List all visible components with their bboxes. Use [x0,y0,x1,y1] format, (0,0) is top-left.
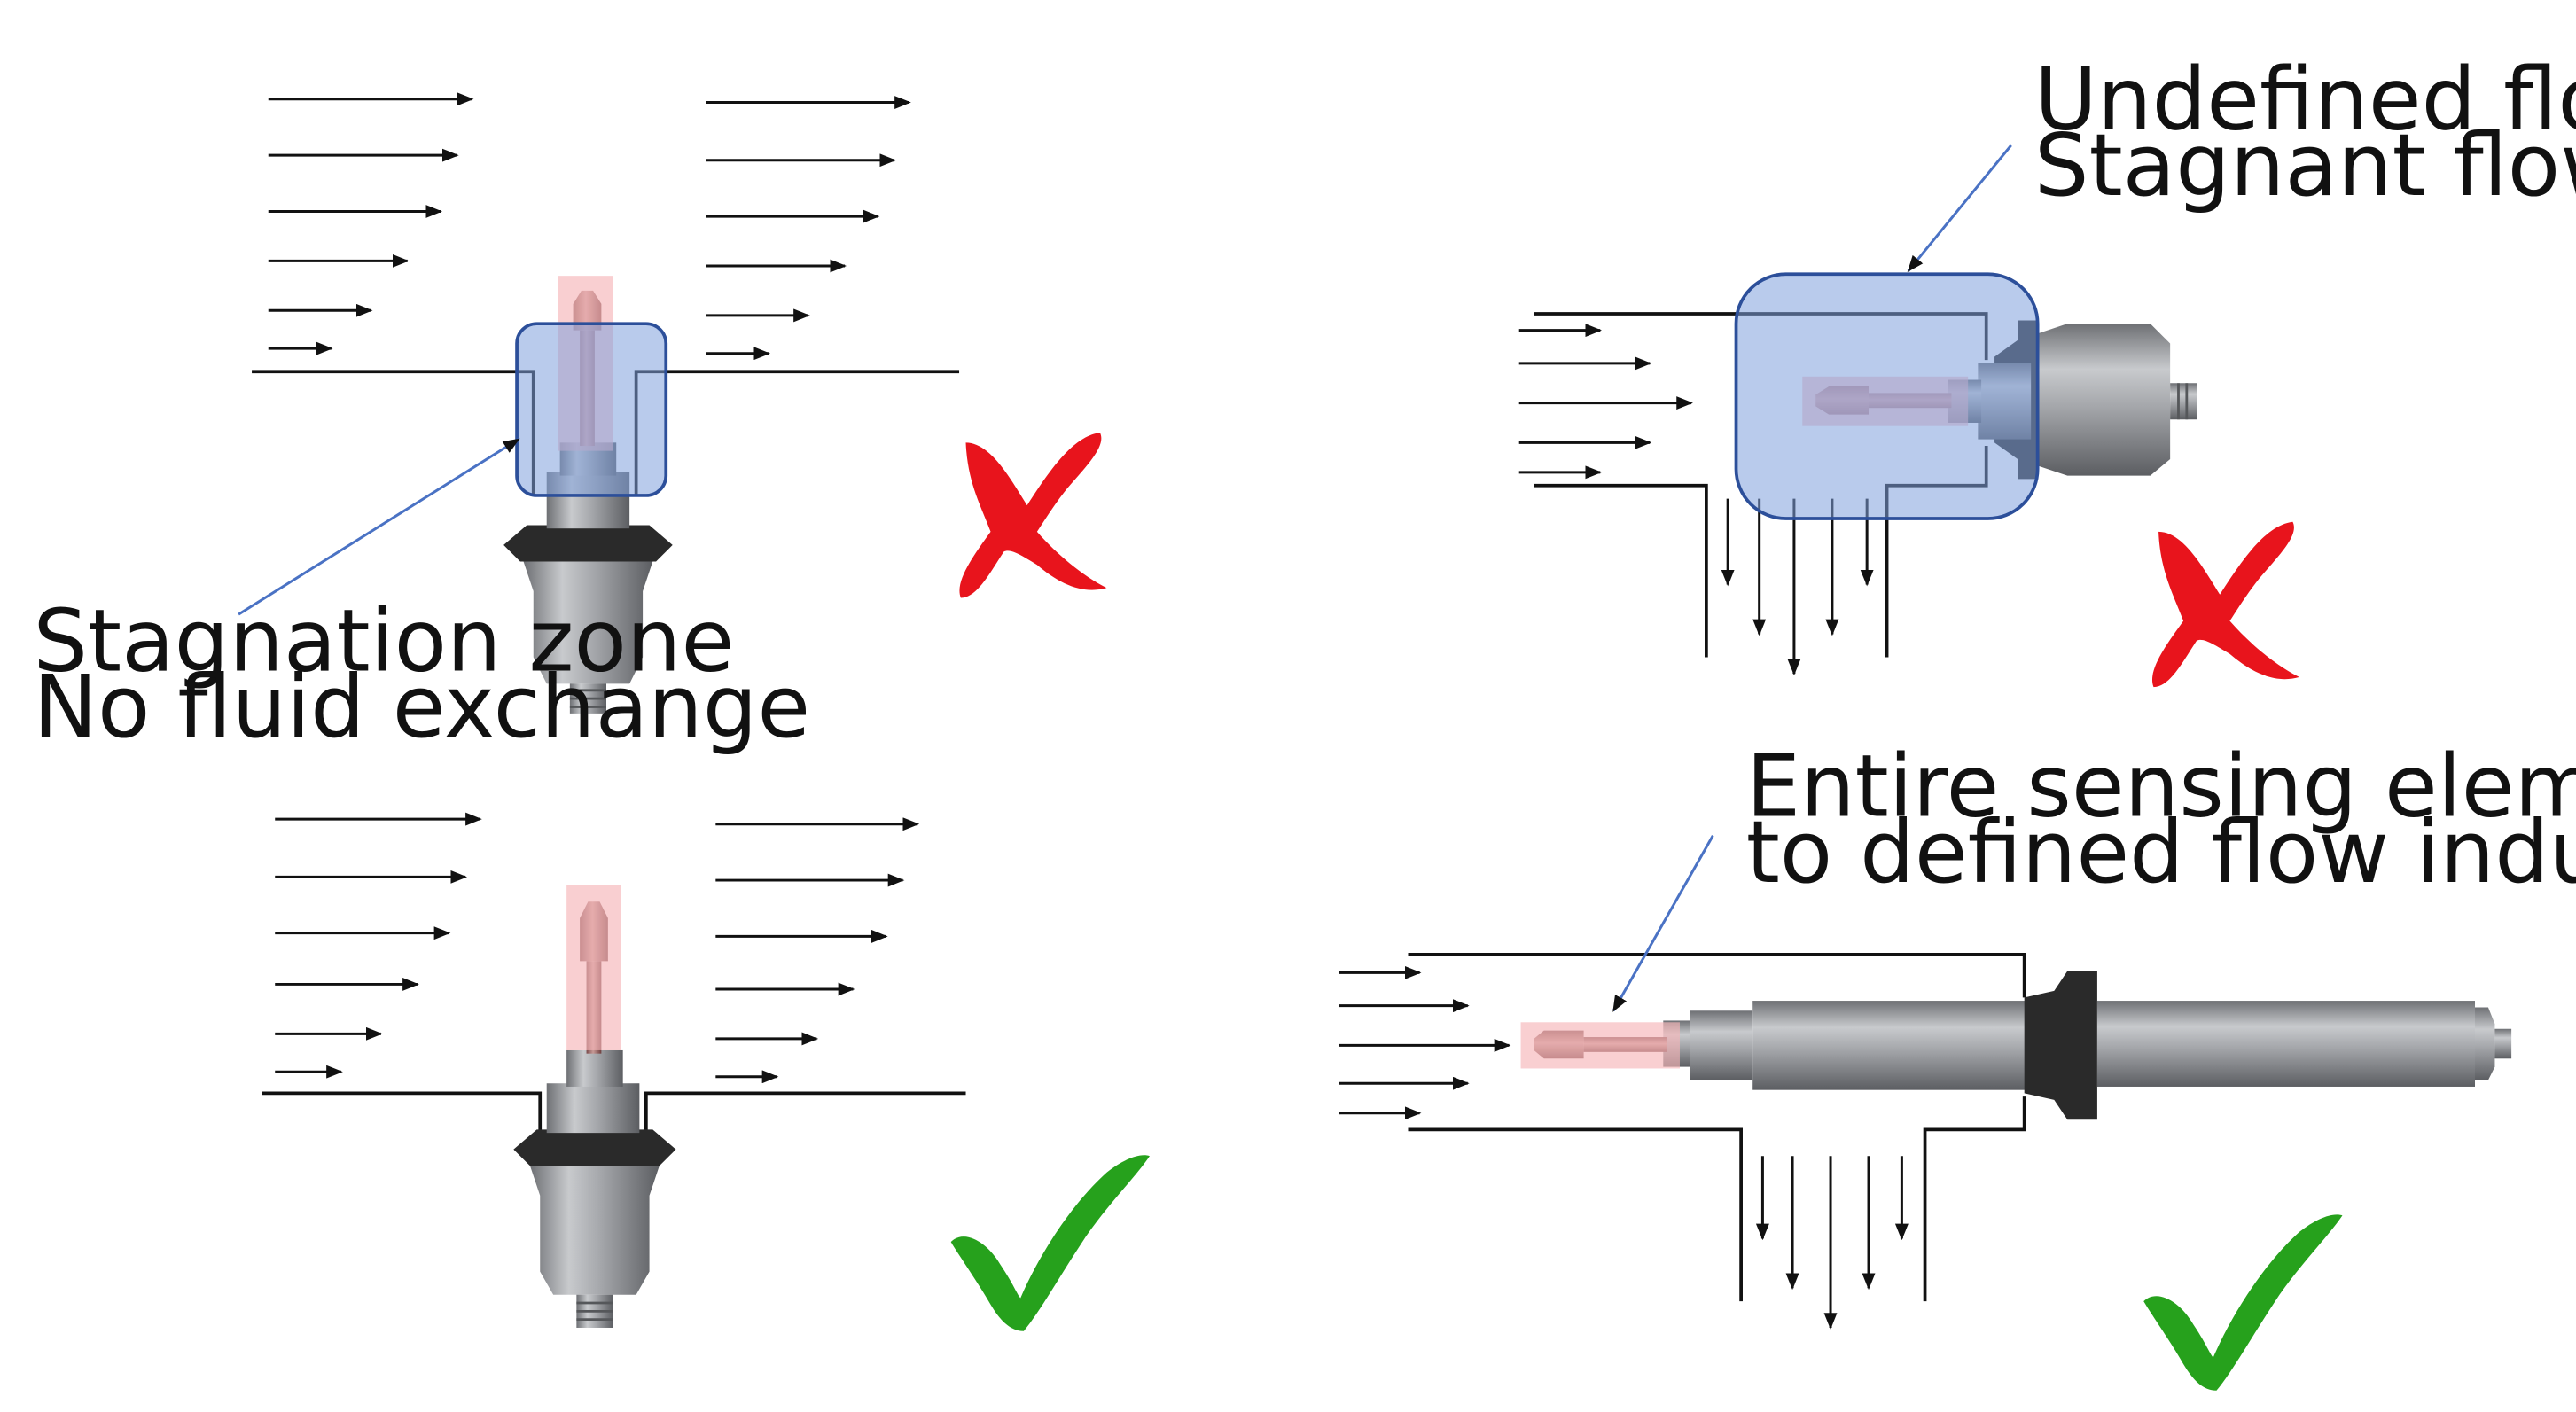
check-mark [950,1155,1150,1331]
sensing-element-highlight [566,885,621,1050]
stagnation-zone-overlay [515,322,668,497]
callout-line-1: Entire sensing element is exposed [1746,737,2576,837]
flow-arrows-inlet [1518,324,1693,480]
flow-arrows-left [275,812,482,1079]
flow-arrows-outlet [1721,498,1874,676]
callout-line-1: Stagnation zone [33,591,734,691]
panel-bottom-right: Entire sensing element is exposed to def… [1338,737,2576,1391]
stagnant-flow-overlay [1734,272,2040,520]
callout-line-2: No fluid exchange [33,657,810,757]
flow-arrows-left [268,92,474,355]
pipe-wall [262,1091,966,1140]
panel-top-right: Undefined flow regime Stagnant flow [1518,49,2576,688]
sensing-element-highlight [1520,1022,1680,1069]
panel-top-left: Stagnation zone No fluid exchange [33,92,1107,757]
flow-arrows-inlet [1338,965,1511,1120]
check-mark [2143,1214,2343,1391]
callout-pointer [1907,144,2012,273]
callout-line-2: Stagnant flow [2034,115,2576,215]
callout-line-2: to defined flow induced shear [1746,802,2576,902]
callout-line-1: Undefined flow regime [2034,49,2576,149]
cross-mark [2151,521,2299,688]
callout-pointer [238,438,520,616]
flow-arrows-outlet [1755,1156,1909,1330]
callout-pointer [1612,835,1714,1012]
cross-mark [959,433,1107,598]
flow-arrows-right [706,96,911,361]
pipe-wall [1408,953,2026,1302]
panel-bottom-left [262,812,1150,1331]
flow-arrows-right [715,817,920,1084]
